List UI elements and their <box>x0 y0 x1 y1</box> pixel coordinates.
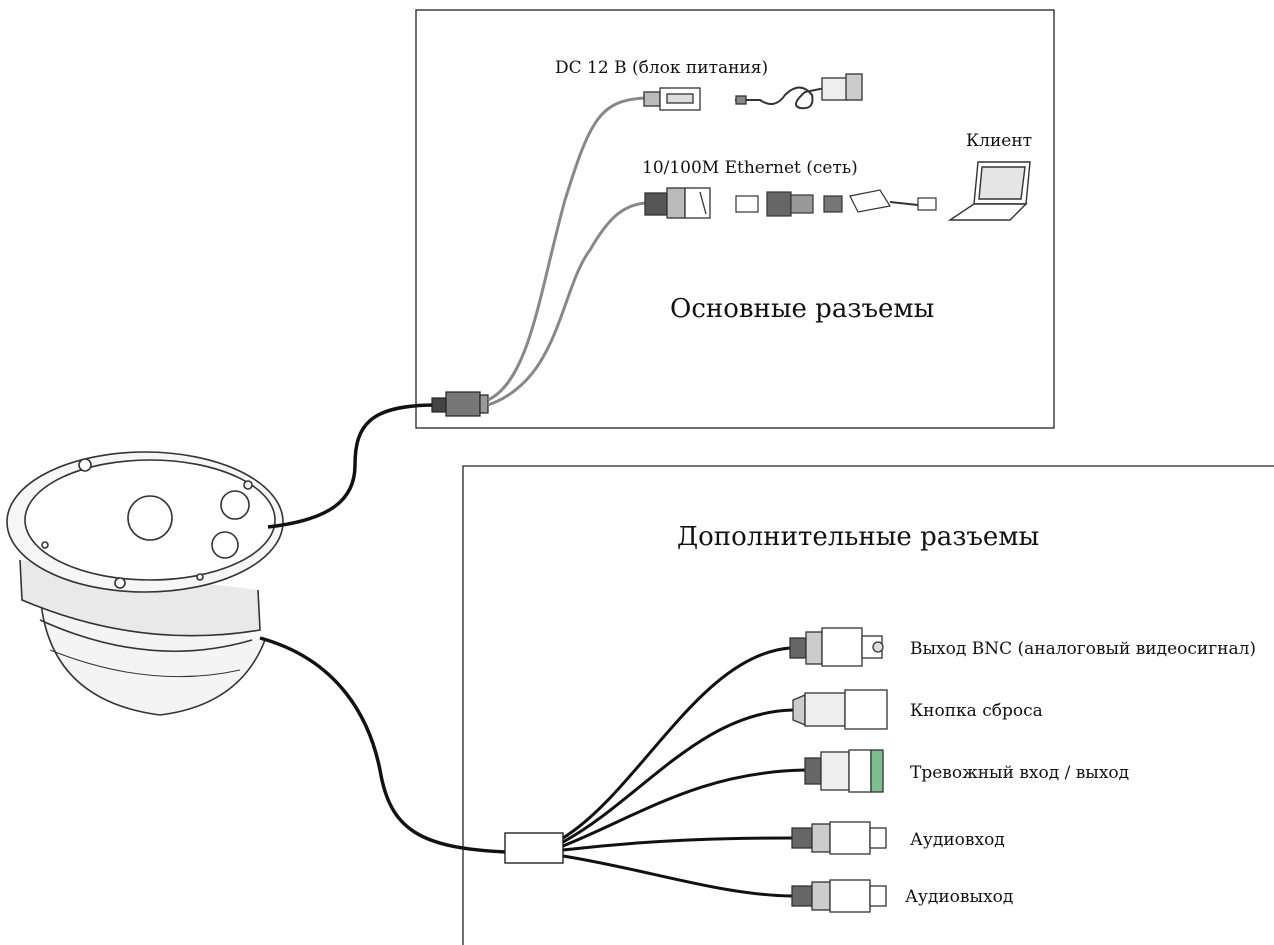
reset-button-connector <box>792 689 888 730</box>
alarm-io-terminal <box>804 749 884 793</box>
client-label: Клиент <box>966 131 1032 151</box>
ethernet-label: 10/100M Ethernet (сеть) <box>642 158 858 178</box>
power-cable <box>487 96 646 402</box>
ethernet-jack <box>644 187 711 219</box>
power-label: DC 12 В (блок питания) <box>555 58 768 78</box>
extra-cable <box>259 636 507 854</box>
audio-out-connector <box>791 879 887 913</box>
reset-label: Кнопка сброса <box>910 701 1043 721</box>
bnc-connector <box>789 627 884 667</box>
power-adapter-icon <box>735 73 863 110</box>
extra-panel-title: Дополнительные разъемы <box>677 522 1039 552</box>
extra-connectors-panel <box>462 465 1274 945</box>
audio-in-connector <box>791 821 887 855</box>
extra-hub-connector <box>504 832 564 864</box>
alarm-label: Тревожный вход / выход <box>910 763 1129 783</box>
main-connectors-panel <box>415 9 1055 429</box>
ethernet-cable <box>487 201 646 407</box>
network-chain-icon <box>735 189 937 217</box>
extra-cables <box>562 646 806 898</box>
bnc-label: Выход BNC (аналоговый видеосигнал) <box>910 639 1256 659</box>
dc-power-plug <box>643 87 701 111</box>
audio-out-label: Аудиовыход <box>905 887 1013 907</box>
dome-camera <box>6 451 284 716</box>
laptop-icon <box>947 161 1031 221</box>
main-panel-title: Основные разъемы <box>670 294 934 324</box>
main-cable <box>267 403 437 529</box>
audio-in-label: Аудиовход <box>910 830 1005 850</box>
main-hub-connector <box>431 391 489 417</box>
